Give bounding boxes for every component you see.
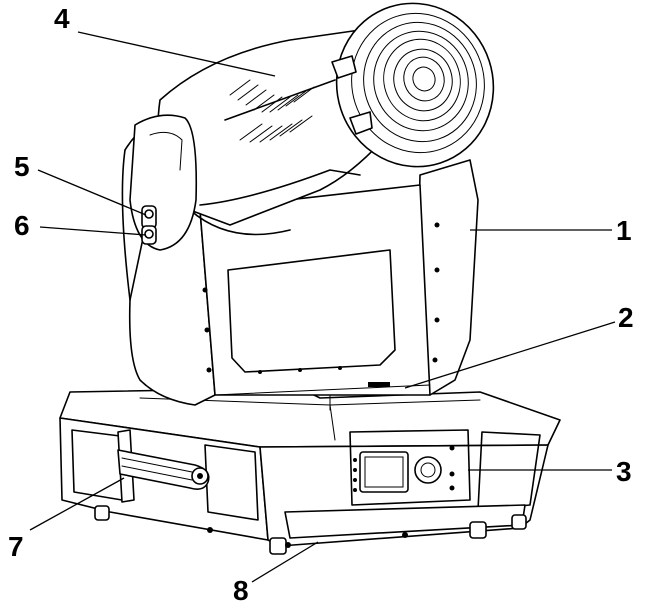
callout-1: 1 xyxy=(616,215,632,246)
base-unit xyxy=(59,387,561,555)
tilt-lock xyxy=(141,205,157,229)
callout-4: 4 xyxy=(54,3,70,34)
callout-3: 3 xyxy=(616,456,632,487)
fresnel-lens xyxy=(335,2,495,168)
control-panel xyxy=(349,429,471,506)
leader-5 xyxy=(37,169,147,216)
callout-8: 8 xyxy=(233,575,249,606)
callout-2: 2 xyxy=(618,302,634,333)
cooling-vents xyxy=(224,79,336,143)
callout-5: 5 xyxy=(14,151,30,182)
callout-6: 6 xyxy=(14,210,30,241)
lcd-display xyxy=(359,451,409,493)
control-knob xyxy=(414,456,442,484)
carrying-handle xyxy=(117,429,210,503)
callout-numbers: 1 2 3 4 5 6 7 8 xyxy=(8,3,634,606)
tilt-hub xyxy=(129,114,198,251)
leader-4 xyxy=(77,31,276,77)
leader-7 xyxy=(29,477,125,531)
callout-leaders xyxy=(29,31,616,583)
pan-lock xyxy=(141,225,157,245)
leader-6 xyxy=(39,226,147,236)
yoke xyxy=(121,117,479,406)
moving-head xyxy=(129,2,495,251)
callout-7: 7 xyxy=(8,531,24,562)
leader-8 xyxy=(251,541,319,583)
leader-2 xyxy=(404,321,616,389)
